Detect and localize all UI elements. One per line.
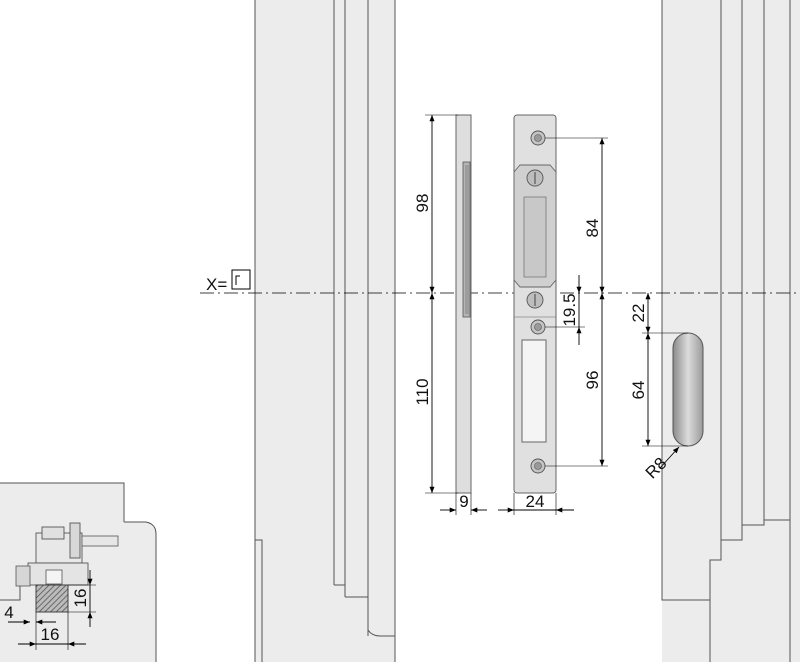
- dim-16-vertical-label: 16: [71, 589, 90, 608]
- frame-slot: [672, 332, 704, 447]
- dim-4-label: 4: [4, 603, 13, 622]
- section-mark-icon: [231, 269, 251, 290]
- dim-16-horizontal-label: 16: [41, 625, 60, 644]
- dim-98-label: 98: [413, 194, 432, 213]
- dim-9-label: 9: [459, 492, 468, 511]
- dim-24-label: 24: [526, 492, 545, 511]
- dim-64-label: 64: [629, 381, 648, 400]
- right-frame-profile: [661, 0, 800, 662]
- left-frame-profile: [254, 0, 396, 662]
- dimension-84-96: 84 96: [545, 137, 608, 467]
- center-axis-line: X=: [200, 269, 800, 294]
- dim-96-label: 96: [583, 371, 602, 390]
- strike-plate-front-view: [513, 114, 557, 494]
- dimension-19-5: 19.5: [545, 275, 585, 345]
- dim-110-label: 110: [413, 378, 432, 405]
- axis-label: X=: [206, 275, 227, 294]
- dimension-22-64: 22 64: [629, 293, 688, 447]
- dim-22-label: 22: [629, 304, 648, 323]
- dimension-98-110: 98 110: [413, 114, 458, 494]
- dimension-9-24: 9 24: [440, 492, 574, 515]
- dim-84-label: 84: [583, 219, 602, 238]
- detail-section: 16 4 16: [0, 482, 157, 662]
- dim-19-5-label: 19.5: [560, 293, 579, 326]
- strike-plate-side-view: [455, 114, 472, 494]
